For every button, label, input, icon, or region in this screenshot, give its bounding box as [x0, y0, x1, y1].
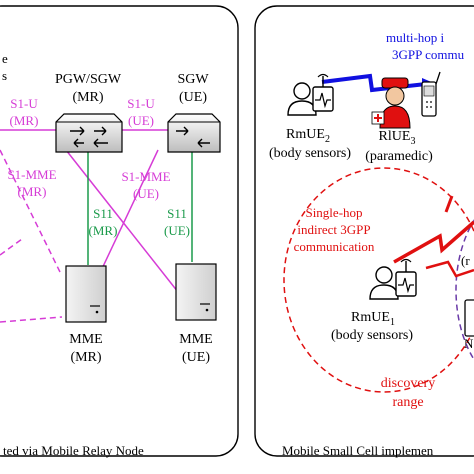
- s1mme-mr-label-1: S1-MME: [7, 167, 56, 182]
- s11-ue-label-1: S11: [167, 206, 187, 221]
- dashed-edge-line-2: [0, 316, 63, 323]
- multi-hop-label-2: 3GPP commu: [392, 47, 465, 62]
- s1u-ue-label-2: (UE): [128, 113, 154, 128]
- rlue3-label: RlUE3: [379, 129, 416, 147]
- s1u-mr-label-1: S1-U: [10, 96, 38, 111]
- s1mme-mr-label-2: (MR): [18, 184, 47, 199]
- s1u-ue-label-1: S1-U: [127, 96, 155, 111]
- rmue2-sensor-icon: [312, 73, 334, 112]
- mme-mr-title: MME: [69, 332, 102, 347]
- rlue3-sub: (paramedic): [365, 149, 433, 164]
- left-panel-frame: [0, 5, 239, 457]
- left-edge-text-1: e: [2, 51, 8, 66]
- s11-mr-label-2: (MR): [89, 223, 118, 238]
- sgw-title: SGW: [177, 72, 209, 87]
- dashed-diagonal-line: [0, 149, 61, 273]
- partial-device-icon: [464, 299, 474, 337]
- mme-ue-title: MME: [179, 332, 212, 347]
- discovery-label-2: range: [392, 395, 423, 410]
- pgw-title: PGW/SGW: [55, 72, 122, 87]
- s11-ue-label-2: (UE): [164, 223, 190, 238]
- edge-fragment-n: N: [464, 336, 474, 351]
- mme-ue-sub: (UE): [182, 350, 210, 365]
- multi-hop-label-1: multi-hop i: [386, 30, 445, 45]
- single-hop-lightning-bolt: [393, 220, 474, 264]
- discovery-range-circle: [283, 167, 474, 393]
- edge-fragment-r: (r: [461, 253, 470, 268]
- s11-mr-label-1: S11: [93, 206, 113, 221]
- mme-mr-server-icon: [65, 265, 107, 323]
- sgw-sub: (UE): [179, 90, 207, 105]
- red-lightning-stub: [444, 195, 454, 213]
- multi-hop-lightning-bolt: [321, 73, 427, 93]
- right-panel-caption: Mobile Small Cell implemen: [282, 443, 434, 458]
- rmue2-sub: (body sensors): [269, 146, 351, 161]
- single-hop-label-1: Single-hop: [305, 205, 362, 220]
- mme-ue-server-icon: [175, 263, 217, 321]
- pgw-sub: (MR): [72, 90, 103, 105]
- pgw-sgw-router-icon: [55, 113, 123, 153]
- rmue1-person-icon: [369, 266, 399, 300]
- rmue2-person-icon: [287, 82, 317, 116]
- sgw-router-icon: [167, 113, 221, 153]
- right-panel-frame: [254, 5, 474, 457]
- mobile-phone-icon: [421, 71, 441, 117]
- dashed-edge-line-1: [0, 238, 23, 256]
- paramedic-icon: [371, 77, 411, 129]
- s1mme-mr-line: [65, 149, 179, 293]
- rmue1-label: RmUE1: [351, 310, 395, 328]
- single-hop-label-3: communication: [294, 239, 375, 254]
- single-hop-label-2: indirect 3GPP: [297, 222, 370, 237]
- s1mme-ue-label-2: (UE): [133, 186, 159, 201]
- purple-range-arc: [455, 219, 474, 361]
- s1u-mr-label-2: (MR): [10, 113, 39, 128]
- rmue1-sensor-icon: [395, 258, 417, 297]
- discovery-label-1: discovery: [381, 376, 435, 391]
- mme-mr-sub: (MR): [70, 350, 101, 365]
- left-edge-text-2: s: [2, 68, 7, 83]
- single-hop-lightning-bolt-2: [425, 260, 474, 278]
- left-panel-caption: ted via Mobile Relay Node: [3, 443, 144, 458]
- rmue1-sub: (body sensors): [331, 328, 413, 343]
- s1mme-ue-label-1: S1-MME: [121, 169, 170, 184]
- rmue2-label: RmUE2: [286, 127, 330, 145]
